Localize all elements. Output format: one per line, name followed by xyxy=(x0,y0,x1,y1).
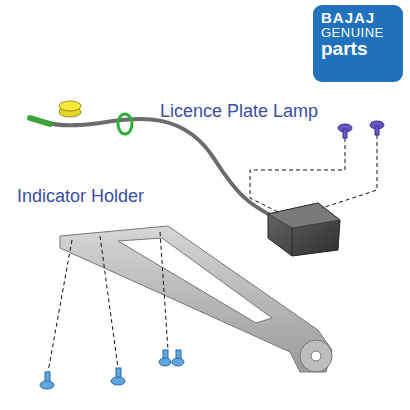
lamp-screw xyxy=(338,121,384,138)
part-name: Licence Plate Lamp xyxy=(160,101,318,122)
holder-screw xyxy=(40,350,184,389)
logo-text: BAJAJ xyxy=(321,10,395,26)
logo-text: GENUINE xyxy=(321,26,395,40)
wire-clip xyxy=(118,114,132,134)
brand-logo: BAJAJGENUINEparts xyxy=(313,5,403,82)
part-name: Indicator Holder xyxy=(17,186,144,207)
logo-text: parts xyxy=(321,39,395,59)
wire-connector xyxy=(30,118,50,124)
indicator-holder xyxy=(60,226,332,372)
grommet xyxy=(59,101,81,117)
licence-plate-lamp xyxy=(268,203,340,256)
assembly-lines xyxy=(48,135,377,372)
